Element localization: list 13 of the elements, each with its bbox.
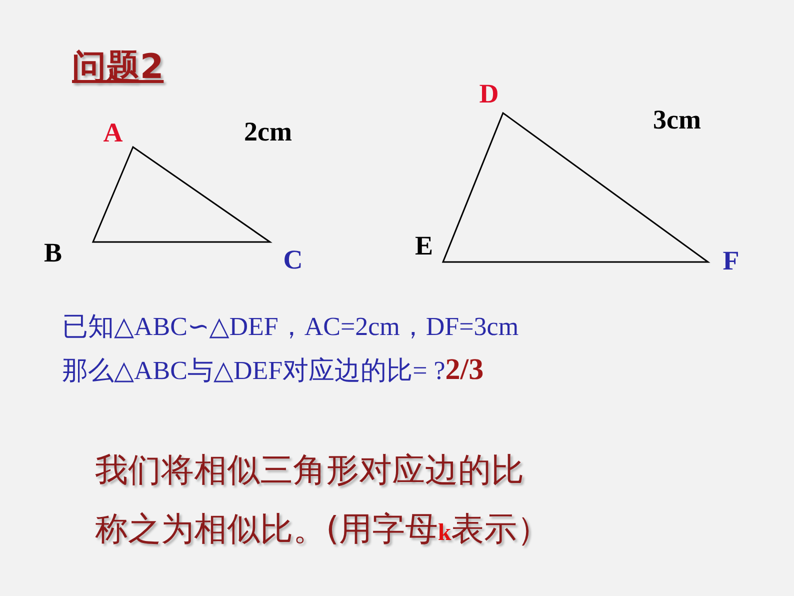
vertex-label: E: [415, 230, 433, 262]
statement-text: 已知△ABC∽△DEF，AC=2cm，DF=3cm: [62, 311, 519, 343]
definition-text: 我们将相似三角形对应边的比: [95, 449, 524, 491]
vertex-label: A: [103, 118, 123, 148]
definition-text: 称之为相似比。(用字母k表示）: [95, 508, 550, 550]
title: 问题2: [72, 46, 164, 89]
vertex-label: B: [44, 238, 62, 268]
length-label: 2cm: [244, 116, 292, 148]
vertex-label: D: [479, 78, 499, 110]
question-text: 那么△ABC与△DEF对应边的比= ?2/3: [62, 353, 484, 388]
vertex-label: C: [283, 244, 303, 276]
vertex-label: F: [722, 246, 740, 276]
length-label: 3cm: [653, 104, 701, 136]
